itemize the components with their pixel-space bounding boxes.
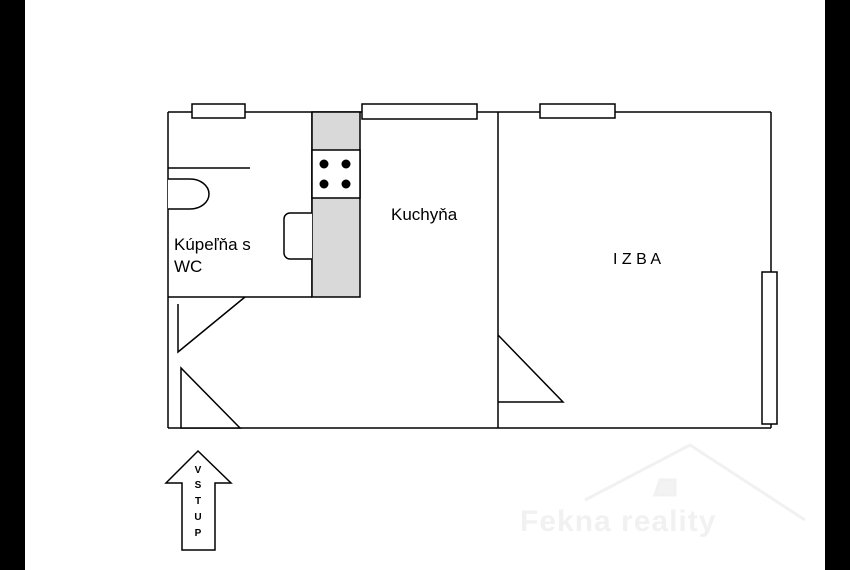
watermark-logo [584,443,806,522]
floorplan-canvas [25,0,825,570]
entry-letter-u: U [194,512,202,523]
window-room-top [539,103,616,119]
bathroom-label: Kúpeľňa s WC [174,235,251,277]
window-room-side [761,271,778,425]
entry-letter-v: V [194,465,202,476]
outer-walls [167,111,772,429]
kitchen-counter [311,111,361,298]
room-label: I Z B A [613,251,662,268]
burner-icon [341,159,351,169]
window-kitchen [361,103,478,120]
door-bathroom [177,296,246,354]
entry-letter-s: S [194,480,202,491]
toilet-icon [168,178,210,210]
door-room [497,334,565,403]
door-entrance [180,366,242,429]
stove [311,149,361,199]
entry-arrow-icon [164,449,233,551]
kitchen-label: Kuchyňa [391,205,458,224]
sink-icon [283,212,312,260]
watermark-text: Fekna reality [520,505,717,538]
burner-icon [341,179,351,189]
entry-letter-p: P [194,528,202,539]
burner-icon [319,179,329,189]
window-bathroom [191,103,246,119]
entry-letter-t: T [194,496,202,507]
burner-icon [319,159,329,169]
